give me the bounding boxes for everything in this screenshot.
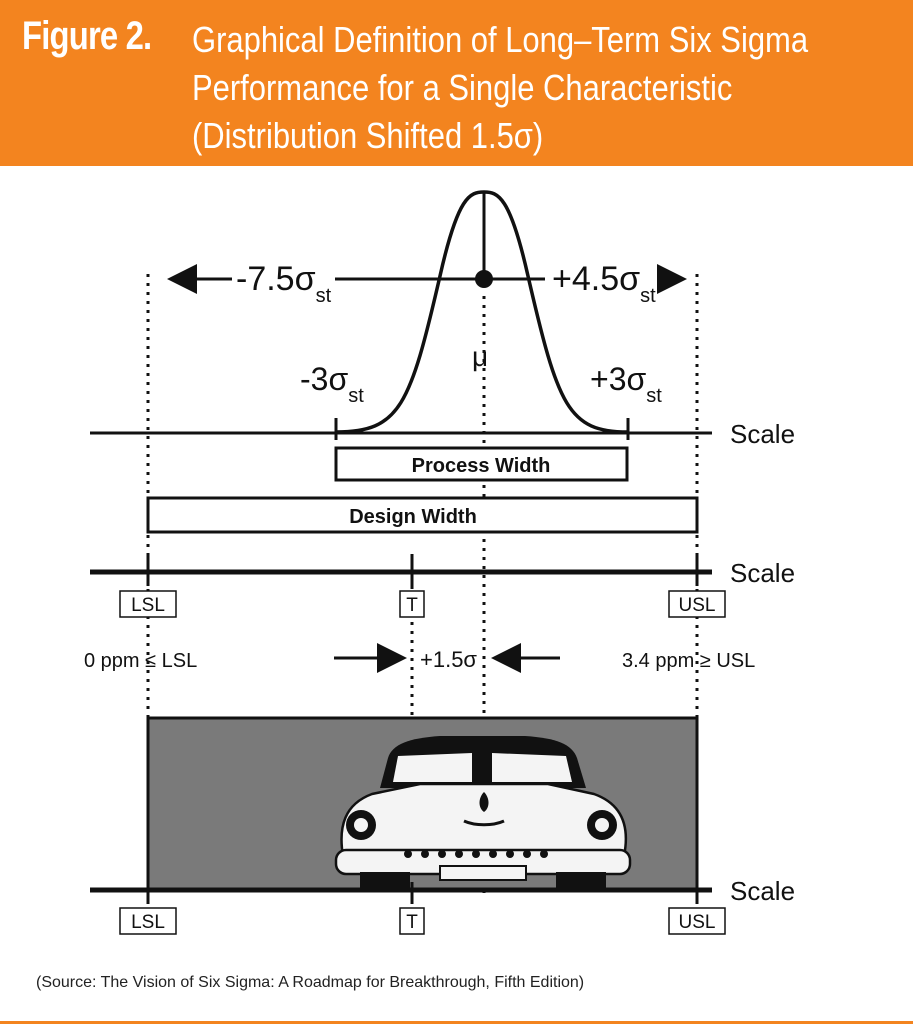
middle-usl-box — [668, 590, 726, 618]
figure-header: Figure 2. Graphical Definition of Long–T… — [0, 0, 913, 164]
middle-lsl-box — [119, 590, 177, 618]
figure-number: Figure 2. — [22, 14, 152, 58]
figure-title-line-2: Performance for a Single Characteristic — [192, 67, 733, 108]
source-citation: (Source: The Vision of Six Sigma: A Road… — [36, 974, 585, 991]
figure-title: Graphical Definition of Long–Term Six Si… — [192, 16, 809, 160]
mean-point — [475, 270, 493, 288]
minus-7-5-sigma-label: -7.5σst — [236, 260, 332, 307]
middle-lsl-label: LSL — [131, 595, 165, 616]
process-width-label: Process Width — [412, 455, 551, 477]
car-illustration — [334, 736, 632, 890]
minus-3-sigma-label: -3σst — [300, 361, 364, 407]
six-sigma-diagram: -7.5σst +4.5σst -3σst +3σst μ Scale Proc… — [84, 190, 795, 935]
plus-4-5-sigma-label: +4.5σst — [552, 260, 656, 307]
middle-target-box — [399, 590, 425, 618]
figure-title-line-1: Graphical Definition of Long–Term Six Si… — [192, 19, 809, 60]
lower-scale-label: Scale — [730, 876, 795, 906]
lower-target-label: T — [406, 912, 418, 933]
upper-scale-label: Scale — [730, 419, 795, 449]
middle-scale-label: Scale — [730, 558, 795, 588]
middle-target-label: T — [406, 595, 418, 616]
plus-3-sigma-label: +3σst — [590, 361, 662, 407]
mu-label: μ — [472, 341, 488, 372]
lower-lsl-label: LSL — [131, 912, 165, 933]
usl-ppm-label: 3.4 ppm ≥ USL — [622, 650, 755, 672]
figure-title-line-3: (Distribution Shifted 1.5σ) — [192, 115, 544, 156]
figure-panel: -7.5σst +4.5σst -3σst +3σst μ Scale Proc… — [0, 166, 913, 1021]
shift-label: +1.5σ — [420, 647, 477, 672]
design-width-label: Design Width — [349, 506, 477, 528]
lower-target-box — [399, 907, 425, 935]
lower-lsl-box — [119, 907, 177, 935]
design-width-box — [146, 496, 699, 534]
lower-usl-box — [668, 907, 726, 935]
lsl-ppm-label: 0 ppm ≤ LSL — [84, 650, 197, 672]
middle-usl-label: USL — [679, 595, 716, 616]
process-width-box — [334, 446, 629, 482]
distribution-curve — [335, 190, 629, 434]
lower-usl-label: USL — [679, 912, 716, 933]
